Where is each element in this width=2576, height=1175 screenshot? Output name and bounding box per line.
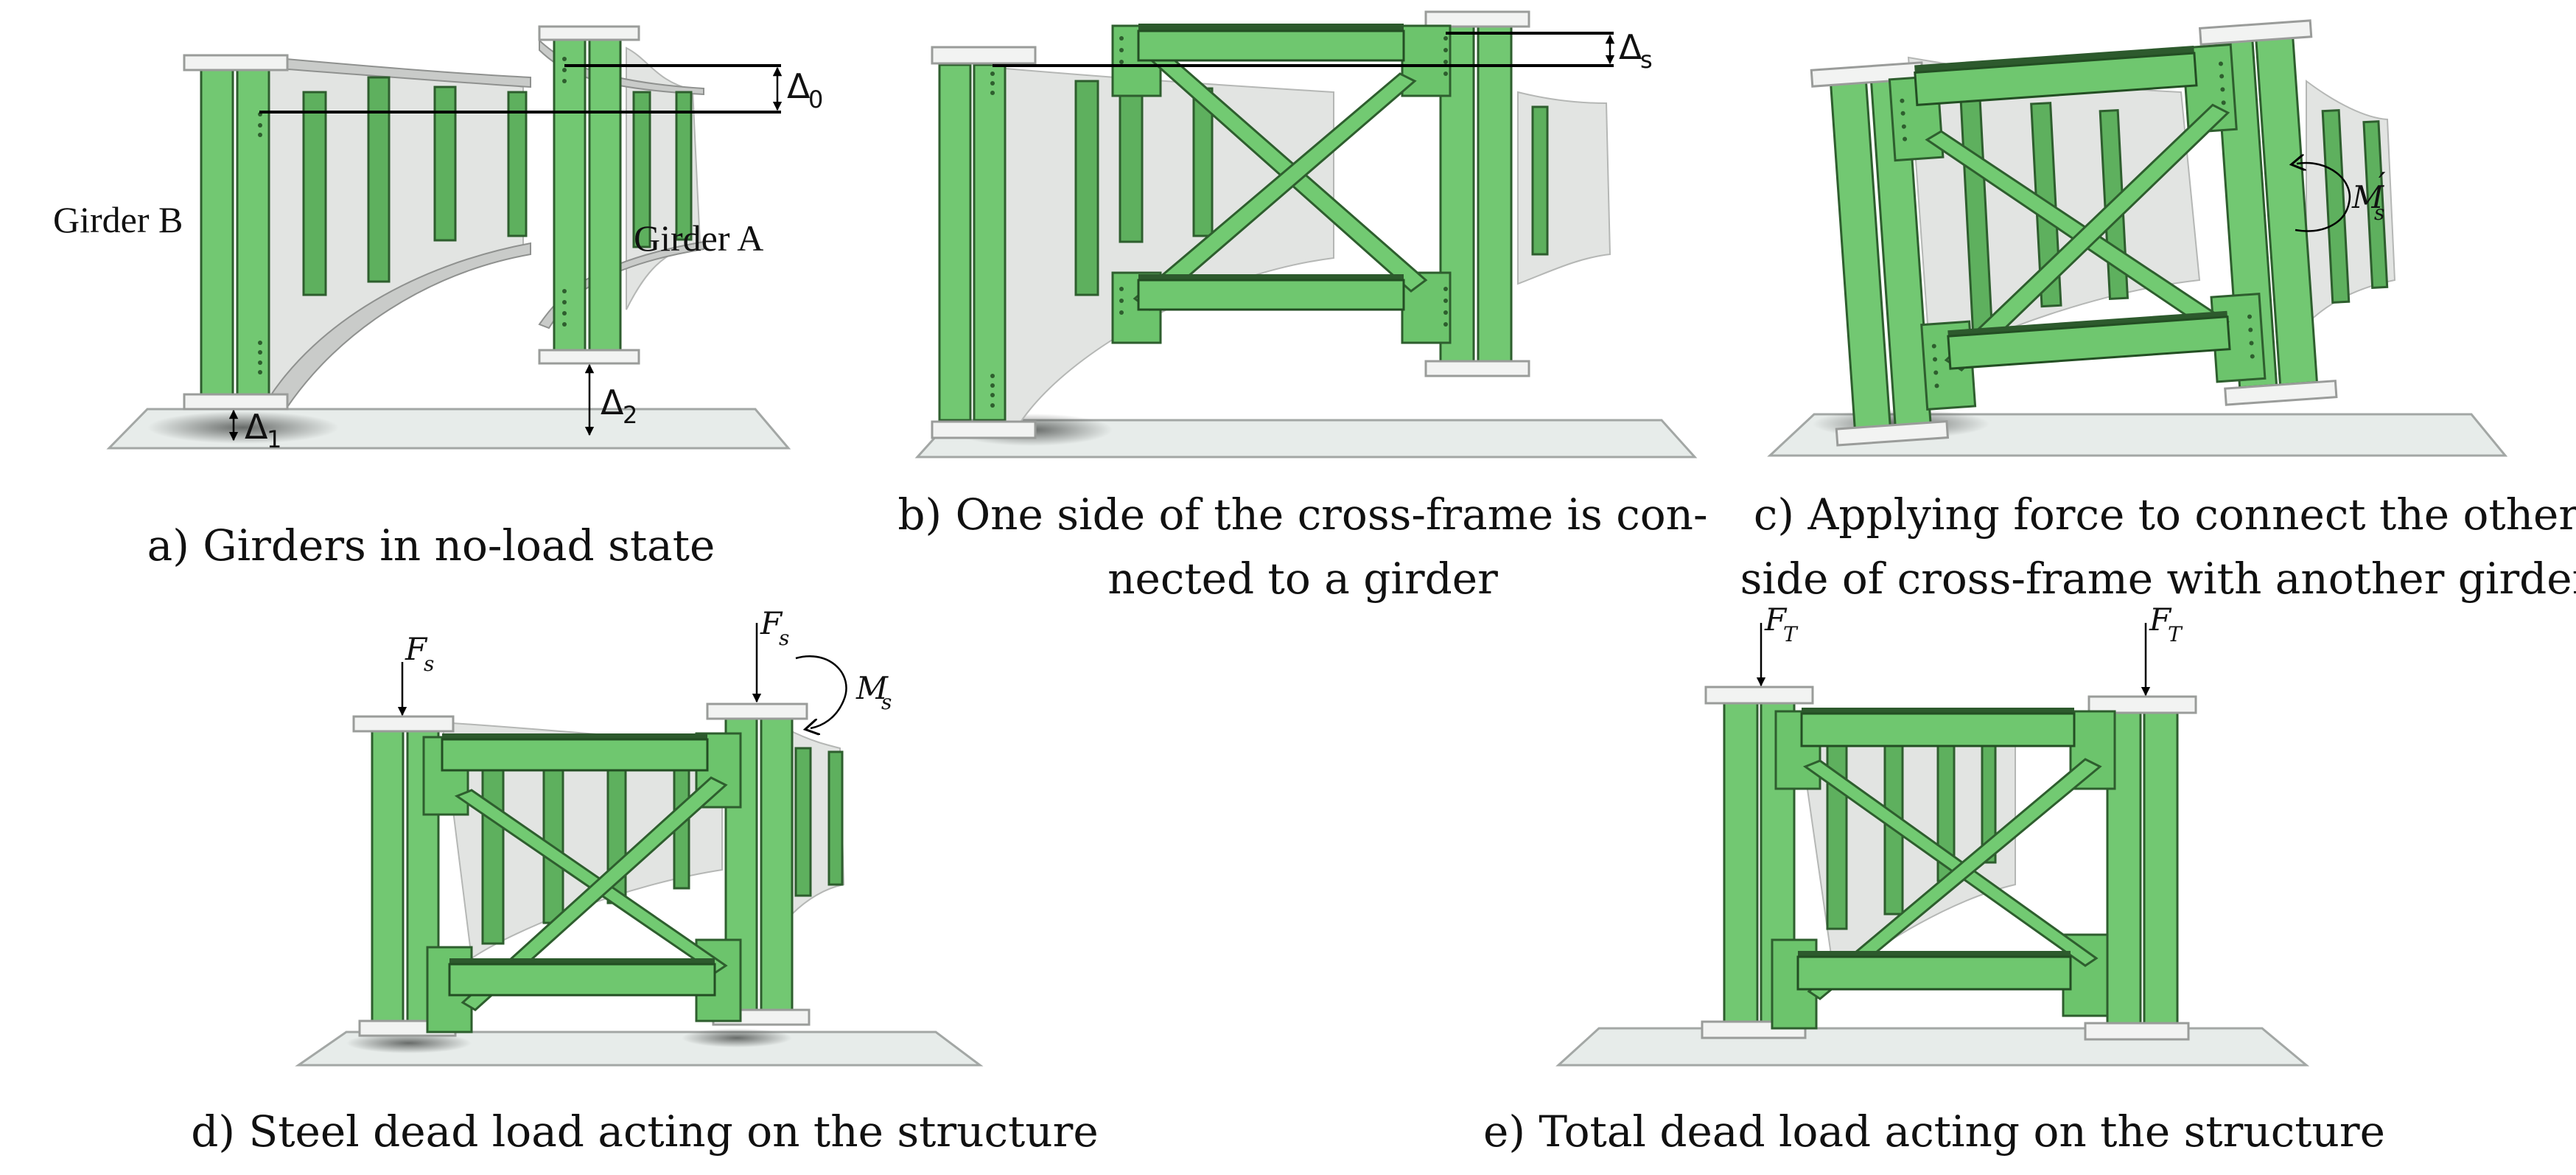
stiffener xyxy=(481,743,505,945)
bottom-strut xyxy=(1796,955,2072,991)
panel-c: M s ′ c) Applying force to connect the o… xyxy=(1740,19,2576,604)
force-right-subscript: s xyxy=(779,626,789,650)
force-left: F T xyxy=(1756,602,1799,687)
stiffener xyxy=(1119,86,1144,243)
stiffener xyxy=(827,750,844,886)
force-left-label: F xyxy=(1764,602,1788,638)
stiffener xyxy=(2321,109,2351,304)
moment-subscript: s xyxy=(881,690,892,714)
delta2-dimension: Δ 2 xyxy=(584,363,637,436)
caption-a: a) Girders in no-load state xyxy=(147,520,715,571)
ground-shadow xyxy=(346,1033,472,1053)
girder-a-bottom-plate xyxy=(538,349,640,365)
girder-a xyxy=(538,25,704,365)
force-right: F s xyxy=(752,605,789,703)
force-right-label: F xyxy=(2149,602,2172,638)
delta2-subscript: 2 xyxy=(623,401,637,429)
bottom-strut xyxy=(448,963,716,997)
girder-b xyxy=(183,54,531,411)
deltas-dimension: Δ s xyxy=(993,27,1653,74)
force-left-subscript: T xyxy=(1783,622,1799,646)
moment-ms: M s xyxy=(795,655,892,728)
bearing-stiffener-right xyxy=(236,69,270,403)
stiffener xyxy=(433,86,457,242)
top-strut xyxy=(1914,52,2198,106)
top-strut xyxy=(1137,29,1405,62)
delta2-label: Δ xyxy=(601,383,624,422)
bolt-group xyxy=(1119,36,1448,327)
bolt-group xyxy=(1900,61,2255,388)
caption-e: e) Total dead load acting on the structu… xyxy=(1483,1106,2385,1157)
bearing-stiffener-left xyxy=(553,35,587,352)
moment-subscript: s xyxy=(2374,201,2384,225)
delta0-dimension: Δ 0 xyxy=(259,64,823,114)
cross-frame xyxy=(1888,43,2267,411)
moment-ms-prime: M s ′ xyxy=(2295,163,2386,232)
bearing-stiffener-right xyxy=(588,35,622,352)
moment-prime: ′ xyxy=(2379,166,2386,202)
girder-b-bottom-plate xyxy=(183,393,289,411)
force-right: F T xyxy=(2141,602,2183,697)
moment-label: M xyxy=(855,670,889,706)
girder-left xyxy=(931,46,1037,439)
caption-d: d) Steel dead load acting on the structu… xyxy=(191,1106,1098,1157)
stiffener xyxy=(675,91,693,241)
ground-shadow xyxy=(147,411,339,444)
bolt-group xyxy=(258,112,262,374)
girder-a-top-plate xyxy=(538,25,640,41)
stiffener xyxy=(794,747,812,897)
caption-b-line1: b) One side of the cross-frame is con- xyxy=(897,489,1707,540)
force-left-label: F xyxy=(405,631,428,667)
stiffener xyxy=(1531,105,1549,256)
bearing-stiffener-left xyxy=(200,69,234,403)
ground-plane xyxy=(1555,1027,2310,1067)
bolt-group xyxy=(990,72,995,408)
caption-c-line1: c) Applying force to connect the other xyxy=(1754,489,2576,540)
stiffener xyxy=(2362,120,2389,289)
panel-e: F T F T e) Total dead load acting on the… xyxy=(1483,602,2385,1157)
moment-label: M xyxy=(2351,179,2384,215)
girder-web xyxy=(979,65,1334,428)
top-strut xyxy=(441,738,709,772)
ground-shadow xyxy=(682,1028,792,1047)
force-right-subscript: T xyxy=(2168,622,2183,646)
stiffener xyxy=(1826,728,1848,930)
delta1-label: Δ xyxy=(245,407,268,447)
deltas-subscript: s xyxy=(1640,46,1653,74)
force-left: F s xyxy=(397,631,434,716)
girder-a-label: Girder A xyxy=(634,217,763,259)
force-right-label: F xyxy=(760,605,783,641)
diagonal-brace xyxy=(1944,103,2230,372)
girder-web xyxy=(441,721,723,960)
stiffener xyxy=(1074,80,1099,296)
caption-c-line2: side of cross-frame with another girder xyxy=(1740,554,2576,604)
top-strut xyxy=(1800,712,2076,747)
delta0-subscript: 0 xyxy=(808,86,823,114)
girder-b-bottom-flange xyxy=(267,242,531,408)
bottom-strut xyxy=(1137,279,1405,311)
delta0-label: Δ xyxy=(787,66,811,106)
panel-a: Δ 0 Δ 1 Δ 2 Girder B Girder A a) Girders… xyxy=(53,25,823,571)
stiffener xyxy=(632,91,651,248)
girder-b-top-plate xyxy=(183,54,289,72)
stiffener xyxy=(507,91,528,237)
stiffener xyxy=(542,745,564,924)
caption-b-line2: nected to a girder xyxy=(1107,554,1498,604)
delta1-dimension: Δ 1 xyxy=(228,407,281,453)
panel-b: Δ s b) One side of the cross-frame is co… xyxy=(897,10,1708,604)
girder-b-label: Girder B xyxy=(53,199,183,240)
deltas-label: Δ xyxy=(1619,27,1642,67)
bottom-strut xyxy=(1947,315,2231,370)
cross-frame xyxy=(1111,24,1452,344)
stiffener xyxy=(367,76,391,283)
panel-d: F s F s M s d) Steel dead load acting on… xyxy=(191,605,1098,1157)
delta1-subscript: 1 xyxy=(267,425,281,453)
cross-frame xyxy=(422,732,742,1033)
stiffener xyxy=(302,91,327,296)
force-left-subscript: s xyxy=(424,652,434,676)
bolt-group xyxy=(562,57,567,327)
cross-frame xyxy=(1771,708,2116,1030)
